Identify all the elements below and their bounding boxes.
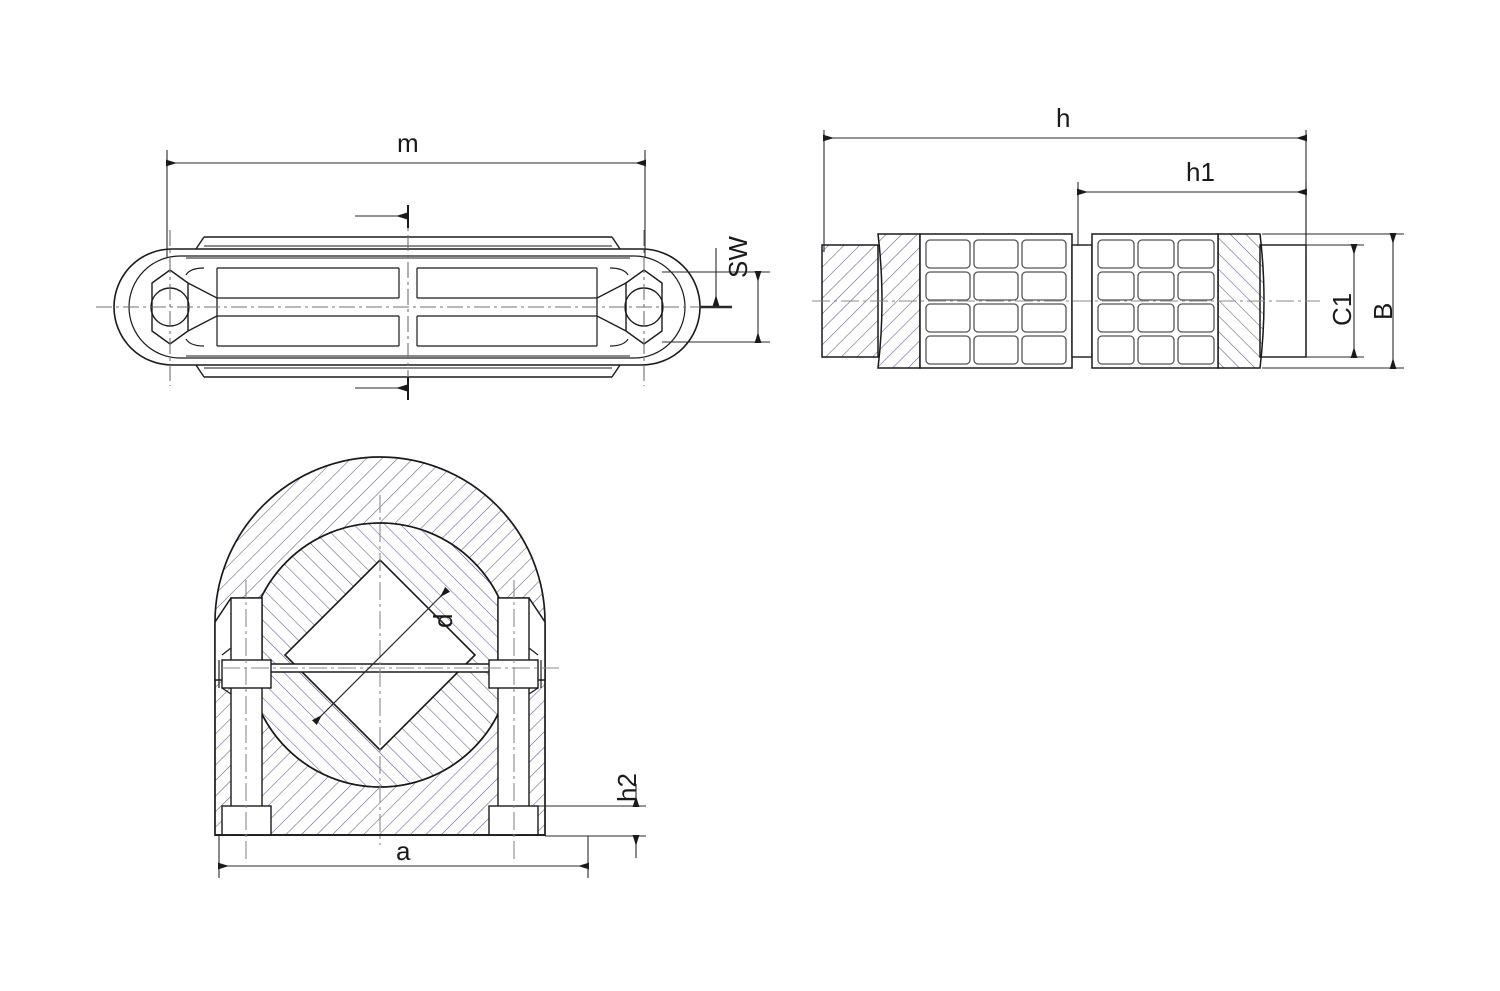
dimension-label-m: m [397, 128, 419, 158]
dimension-label-h2: h2 [612, 773, 642, 802]
grid-left-cells [925, 239, 1067, 365]
dimension-c1 [1262, 244, 1364, 358]
dimension-label-sw: SW [723, 236, 753, 278]
dimension-d [311, 586, 451, 726]
plan-centerlines [96, 208, 728, 400]
dimension-h2 [538, 784, 646, 858]
dimension-h1 [1077, 182, 1307, 246]
grid-right-cells [1097, 239, 1215, 365]
dimension-label-h: h [1056, 103, 1071, 133]
dimension-label-c1: C1 [1327, 292, 1357, 326]
dimension-m [166, 150, 646, 258]
dimension-label-d: d [428, 613, 458, 628]
dimension-a [218, 836, 589, 878]
dimension-label-a: a [396, 836, 411, 866]
dimension-sw [662, 248, 770, 343]
dimension-label-h1: h1 [1186, 157, 1215, 187]
dimension-label-b: B [1368, 302, 1398, 320]
plan-center-arrows [355, 212, 407, 392]
dimension-b [1262, 233, 1404, 369]
